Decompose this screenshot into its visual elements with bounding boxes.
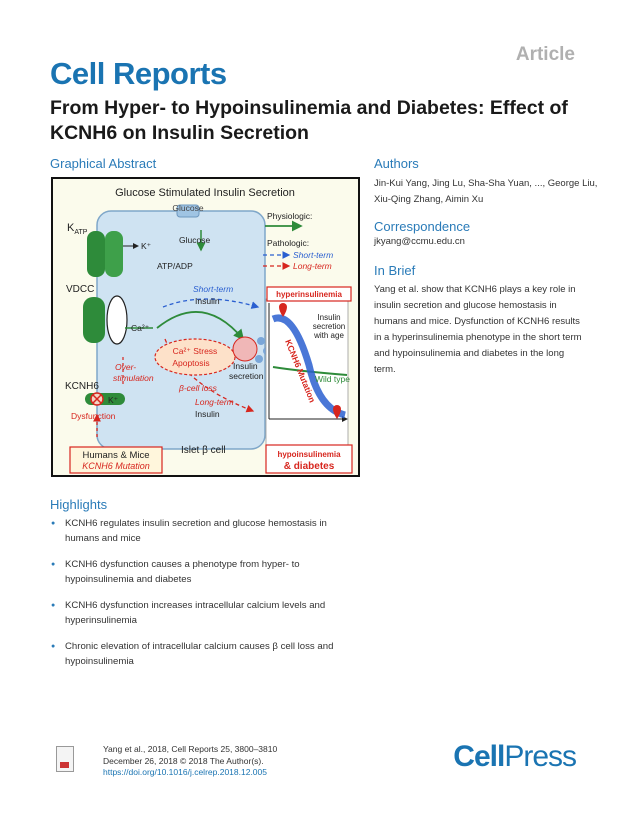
hypoinsulinemia-label: hypoinsulinemia bbox=[277, 450, 341, 459]
and-diabetes-label: & diabetes bbox=[284, 461, 335, 472]
ca-stress-label: Ca²⁺ Stress bbox=[173, 346, 218, 356]
beta-cell-loss-label: β-cell loss bbox=[178, 383, 218, 393]
authors-list: Jin-Kui Yang, Jing Lu, Sha-Sha Yuan, ...… bbox=[374, 178, 598, 205]
insulin-secretion-label-2: secretion bbox=[229, 371, 264, 381]
kcnh6-label: KCNH6 bbox=[65, 381, 99, 392]
apoptosis-label: Apoptosis bbox=[172, 358, 209, 368]
highlight-item: KCNH6 regulates insulin secretion and gl… bbox=[50, 516, 360, 546]
ca-stress-cloud bbox=[154, 338, 236, 376]
ga-figure-title: Glucose Stimulated Insulin Secretion bbox=[115, 187, 295, 199]
highlight-item: Chronic elevation of intracellular calci… bbox=[50, 639, 360, 669]
over-label: Over- bbox=[115, 362, 136, 372]
hyperinsulinemia-label: hyperinsulinemia bbox=[276, 290, 342, 299]
wild-type-label: Wild type bbox=[315, 374, 350, 384]
vdcc-channel bbox=[83, 297, 105, 343]
highlight-item: KCNH6 dysfunction increases intracellula… bbox=[50, 598, 360, 628]
insulin-down-label: Insulin bbox=[195, 409, 220, 419]
hyper-pin-icon bbox=[279, 303, 287, 317]
article-type-label: Article bbox=[515, 44, 575, 65]
islet-cell-label: Islet β cell bbox=[181, 445, 226, 456]
vdcc-label: VDCC bbox=[66, 284, 94, 295]
correspondence-email[interactable]: jkyang@ccmu.edu.cn bbox=[374, 236, 465, 247]
cellpress-logo: CellPress bbox=[453, 740, 577, 773]
citation-line-2: December 26, 2018 © 2018 The Author(s). bbox=[103, 755, 264, 766]
in-brief-heading: In Brief bbox=[374, 263, 416, 278]
katp-channel bbox=[87, 231, 105, 277]
kcnh6-mutation-curve bbox=[271, 314, 347, 419]
check-for-updates-icon[interactable] bbox=[56, 746, 74, 772]
short-term-label: Short-term bbox=[193, 284, 233, 294]
pathologic-label: Pathologic: bbox=[267, 238, 309, 248]
highlights-heading: Highlights bbox=[50, 497, 108, 512]
glucose-inner-label: Glucose bbox=[179, 235, 210, 245]
graphical-abstract-figure: Glucose Stimulated Insulin Secretion Glu… bbox=[51, 177, 360, 477]
citation-line-1: Yang et al., 2018, Cell Reports 25, 3800… bbox=[103, 744, 278, 754]
graphical-abstract-heading: Graphical Abstract bbox=[50, 156, 157, 171]
dysfunction-label: Dysfunction bbox=[71, 411, 116, 421]
highlight-item: KCNH6 dysfunction causes a phenotype fro… bbox=[50, 557, 360, 587]
glucose-top-label: Glucose bbox=[172, 203, 203, 213]
highlights-list: KCNH6 regulates insulin secretion and gl… bbox=[50, 516, 360, 680]
in-brief-text: Yang et al. show that KCNH6 plays a key … bbox=[374, 284, 582, 375]
stimulation-label: stimulation bbox=[113, 373, 154, 383]
doi-link[interactable]: https://doi.org/10.1016/j.celrep.2018.12… bbox=[103, 767, 267, 777]
physiologic-label: Physiologic: bbox=[267, 211, 312, 221]
insulin-age-label-2: secretion bbox=[313, 322, 345, 331]
hypo-pin-icon bbox=[333, 405, 341, 419]
insulin-age-label-3: with age bbox=[313, 331, 344, 340]
authors-heading: Authors bbox=[374, 156, 419, 171]
ca-label: Ca²⁺ bbox=[131, 323, 150, 333]
legend-long-term: Long-term bbox=[293, 261, 332, 271]
katp-label: KATP bbox=[67, 222, 88, 236]
kcnh6-mutation-label: KCNH6 Mutation bbox=[82, 461, 150, 471]
journal-name: Cell Reports bbox=[50, 56, 227, 91]
insulin-up-label: Insulin bbox=[195, 296, 220, 306]
insulin-secretion-label: Insulin bbox=[233, 361, 258, 371]
insulin-granule-icon bbox=[232, 336, 258, 362]
glucose-transporter bbox=[176, 204, 200, 218]
legend-short-term: Short-term bbox=[293, 250, 333, 260]
paper-title: From Hyper- to Hypoinsulinemia and Diabe… bbox=[50, 97, 568, 144]
atp-adp-label: ATP/ADP bbox=[157, 261, 193, 271]
correspondence-heading: Correspondence bbox=[374, 219, 471, 234]
insulin-age-label-1: Insulin bbox=[317, 313, 340, 322]
humans-mice-label: Humans & Mice bbox=[82, 450, 149, 461]
k-plus-2-label: K⁺ bbox=[108, 395, 119, 405]
k-plus-label: K⁺ bbox=[141, 241, 152, 251]
long-term-label: Long-term bbox=[195, 397, 234, 407]
citation-block: Yang et al., 2018, Cell Reports 25, 3800… bbox=[103, 744, 277, 779]
